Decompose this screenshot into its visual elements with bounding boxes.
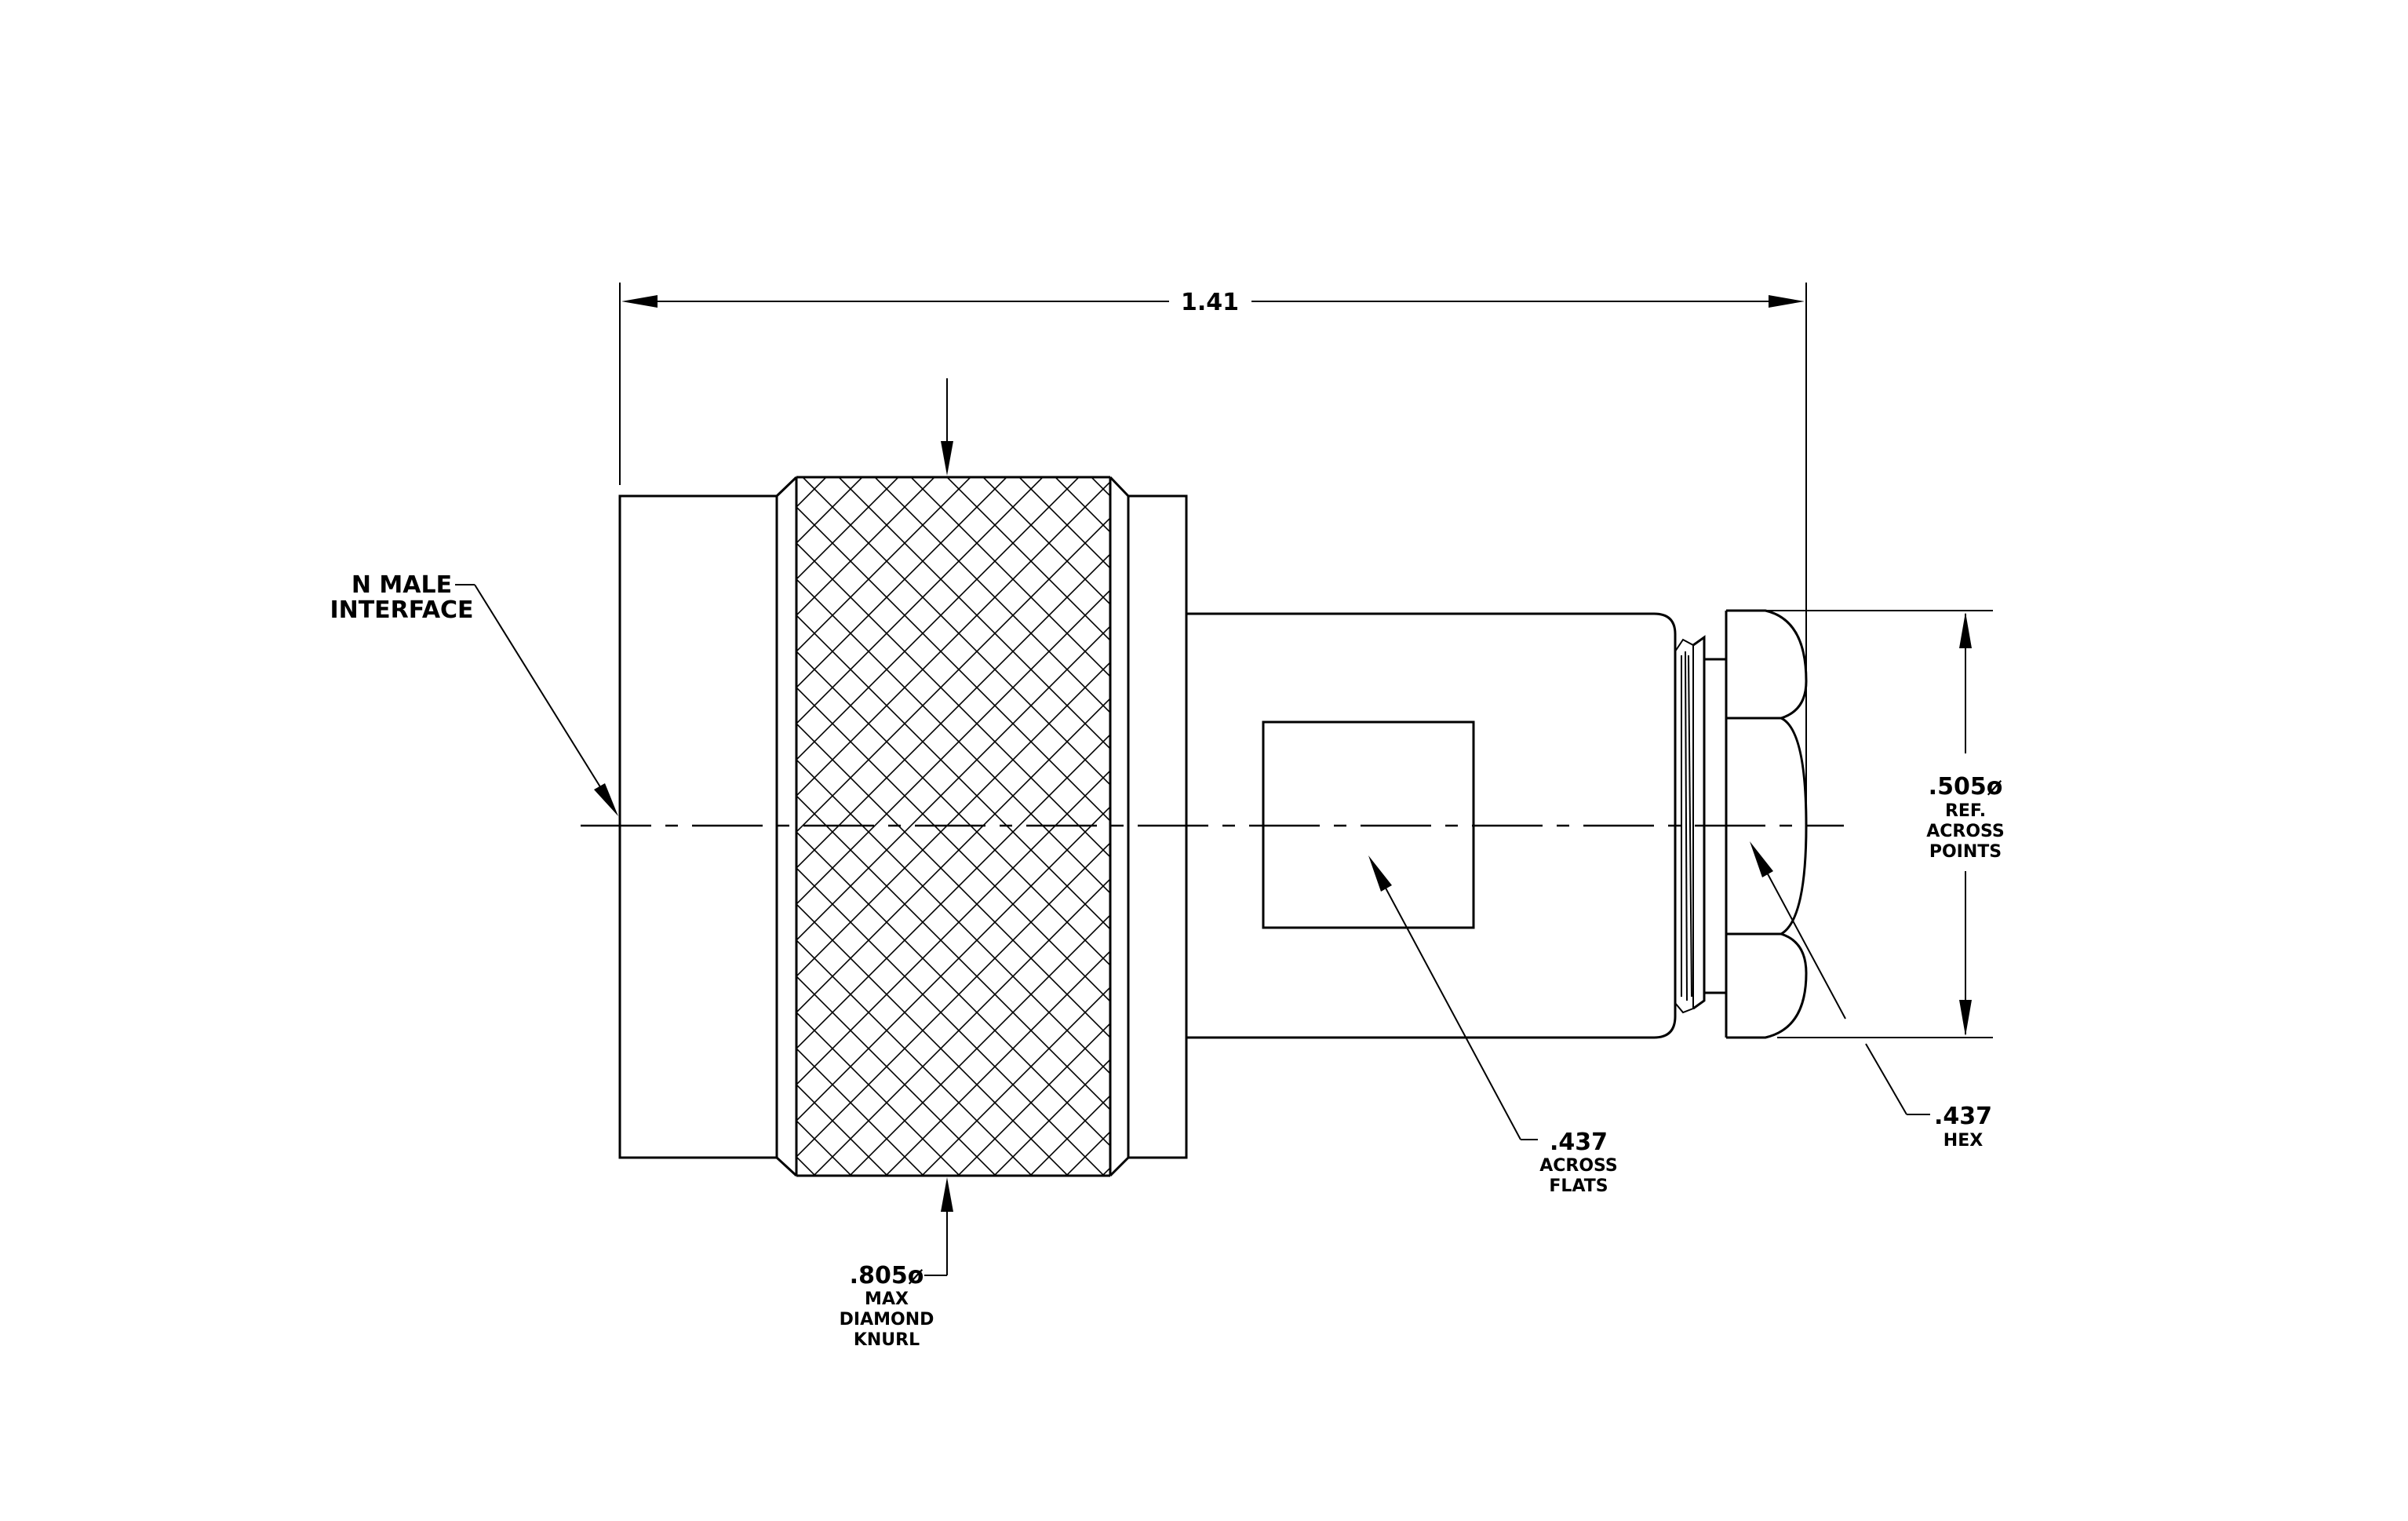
hex-points-line2: ACROSS — [1926, 822, 2005, 841]
knurl-line3: KNURL — [854, 1330, 920, 1350]
flats-callout: .437 ACROSS FLATS — [1368, 855, 1618, 1196]
hex-value: .437 — [1934, 1103, 1992, 1130]
knurl-value: .805ø — [850, 1262, 924, 1289]
interface-label-line2: INTERFACE — [330, 596, 473, 624]
hex-points-dimension: .505ø REF. ACROSS POINTS — [1765, 610, 2005, 1038]
thread-groove — [1674, 635, 1726, 1014]
interface-callout: N MALE INTERFACE — [330, 571, 618, 816]
hex-points-line1: REF. — [1945, 801, 1986, 821]
hex-nut — [1725, 609, 1808, 1039]
flats-line2: FLATS — [1549, 1176, 1608, 1196]
hex-callout: .437 HEX — [1750, 841, 1992, 1151]
interface-label-line1: N MALE — [352, 571, 452, 599]
flats-line1: ACROSS — [1539, 1156, 1618, 1176]
overall-length-dimension: 1.41 — [619, 283, 1807, 828]
overall-length-label: 1.41 — [1181, 289, 1239, 316]
flats-value: .437 — [1550, 1129, 1608, 1156]
hex-points-line3: POINTS — [1929, 842, 2002, 862]
knurl-diameter-dimension: .805ø MAX DIAMOND KNURL — [840, 378, 953, 1350]
knurl-line2: DIAMOND — [840, 1310, 934, 1330]
hex-points-value: .505ø — [1929, 773, 2003, 801]
knurl-line1: MAX — [865, 1289, 909, 1309]
hex-line1: HEX — [1944, 1131, 1983, 1151]
interface-body — [618, 476, 798, 1177]
